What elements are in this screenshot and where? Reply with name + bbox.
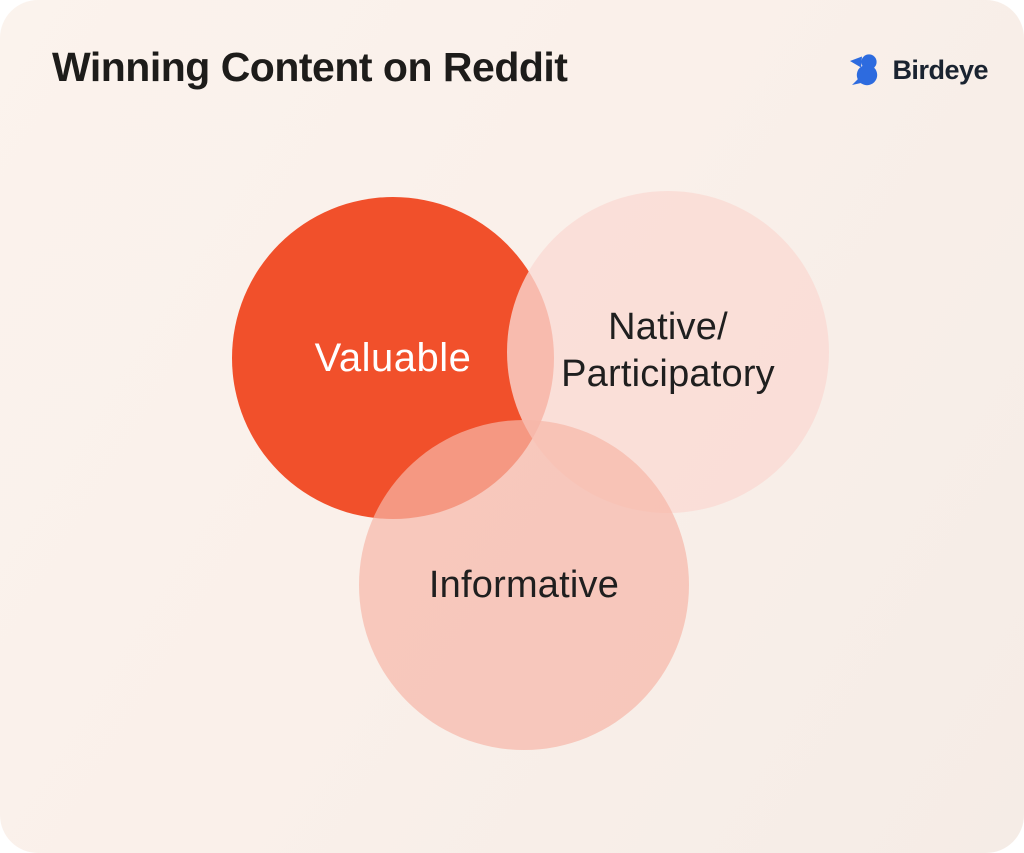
birdeye-bird-icon <box>849 53 885 87</box>
venn-label-native-participatory: Native/ Participatory <box>498 296 838 406</box>
birdeye-logo: Birdeye <box>849 53 988 87</box>
venn-label-informative-text: Informative <box>428 563 620 606</box>
birdeye-logo-text: Birdeye <box>892 54 988 85</box>
venn-label-informative: Informative <box>374 558 674 612</box>
venn-label-valuable: Valuable <box>243 330 543 386</box>
venn-label-native-line2: Participatory <box>561 353 775 395</box>
venn-label-native-line1: Native/ <box>608 306 728 348</box>
venn-circle-informative <box>359 420 689 750</box>
page-title: Winning Content on Reddit <box>52 44 568 90</box>
venn-label-valuable-text: Valuable <box>314 335 472 380</box>
